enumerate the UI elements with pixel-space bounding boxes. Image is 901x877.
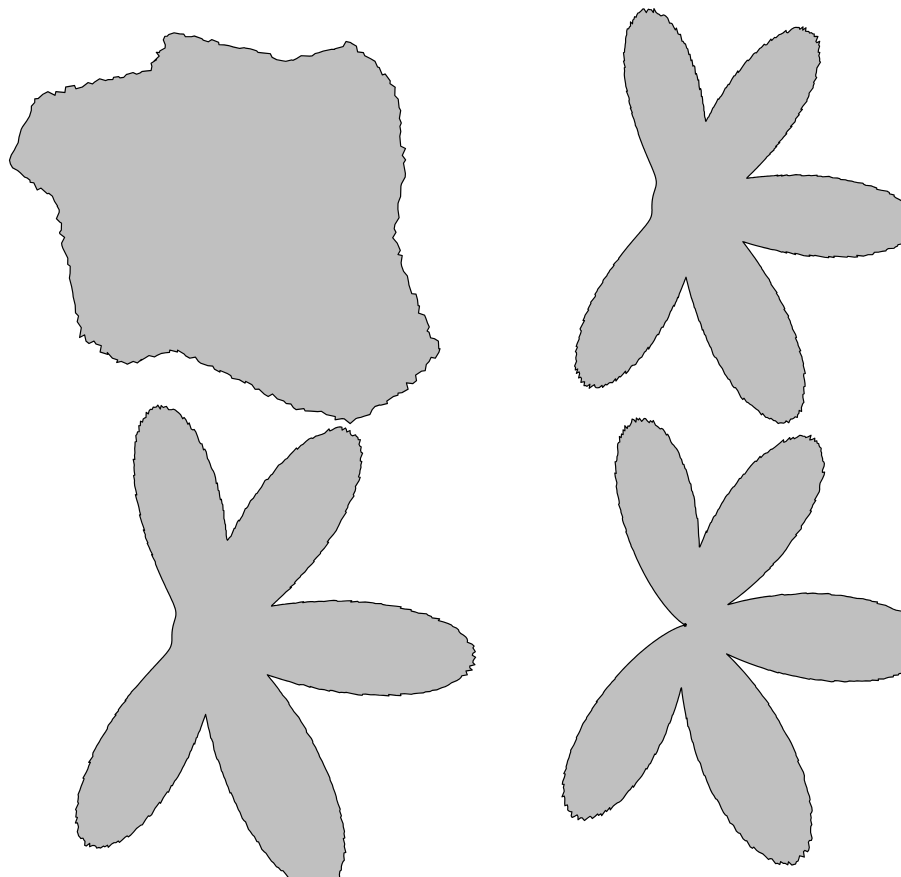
figure-canvas [0, 0, 901, 877]
